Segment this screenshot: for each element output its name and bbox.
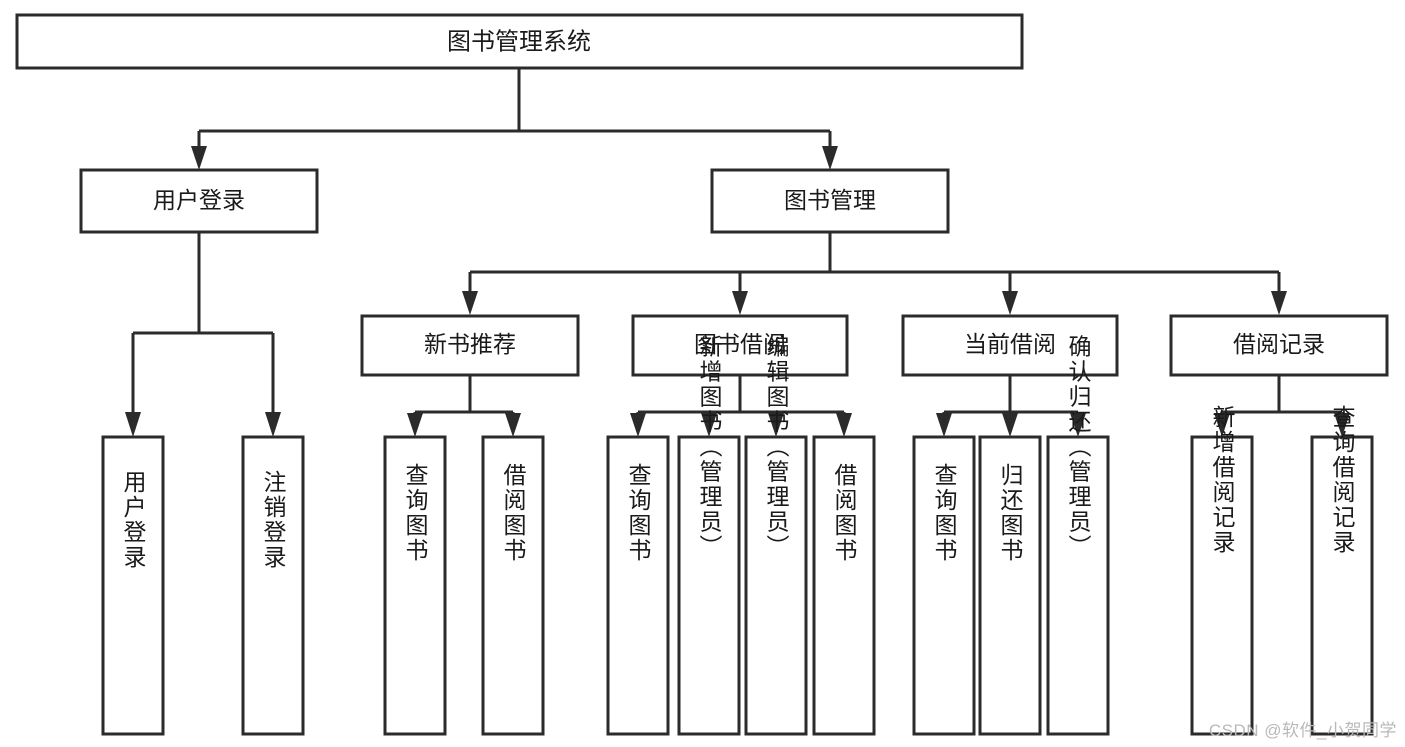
node-leaf-add-book-label: 新增图书（管理员）	[696, 335, 723, 560]
arrow-head-leaf-query-book-3	[936, 413, 952, 437]
node-leaf-query-record[interactable]: 查询借阅记录	[1310, 405, 1374, 736]
node-borrow-record[interactable]: 借阅记录	[1169, 314, 1389, 377]
node-current-borrow-label: 当前借阅	[964, 331, 1056, 357]
node-leaf-query-record-label: 查询借阅记录	[1329, 405, 1356, 555]
arrow-head-current-borrow	[1002, 291, 1018, 315]
node-root[interactable]: 图书管理系统	[15, 13, 1024, 70]
node-leaf-add-record-box[interactable]	[1190, 435, 1254, 736]
node-leaf-query-book-1-label: 查询图书	[402, 463, 429, 563]
node-leaf-user-login-box[interactable]	[101, 435, 165, 736]
connector-group-borrow-record	[1214, 375, 1350, 437]
arrow-head-leaf-borrow-book-1	[505, 413, 521, 437]
node-book-management-label: 图书管理	[784, 187, 876, 213]
connector-group-new-book-recommend	[407, 375, 521, 437]
node-leaf-add-record[interactable]: 新增借阅记录	[1190, 405, 1254, 736]
arrow-head-user-login	[191, 146, 207, 170]
arrow-head-leaf-confirm-return	[1070, 413, 1086, 437]
arrow-head-leaf-logout-login	[265, 412, 281, 437]
arrow-head-leaf-edit-book	[768, 413, 784, 437]
node-user-login[interactable]: 用户登录	[79, 168, 319, 234]
node-borrow-record-label: 借阅记录	[1233, 331, 1325, 357]
csdn-watermark: CSDN @软件_小贺同学	[1208, 721, 1397, 740]
node-book-borrow-box[interactable]	[631, 314, 849, 377]
node-book-borrow[interactable]: 图书借阅	[631, 314, 849, 377]
node-leaf-query-record-box[interactable]	[1310, 435, 1374, 736]
arrow-head-leaf-query-record	[1334, 413, 1350, 437]
node-leaf-user-login[interactable]: 用户登录	[101, 435, 165, 736]
node-leaf-logout-login[interactable]: 注销登录	[241, 435, 305, 736]
arrow-head-leaf-add-book	[701, 413, 717, 437]
node-leaf-borrow-book-1-label: 借阅图书	[500, 463, 527, 563]
node-leaf-return-book[interactable]: 归还图书	[978, 435, 1042, 736]
node-leaf-add-record-label: 新增借阅记录	[1209, 405, 1236, 555]
node-leaf-edit-book-box[interactable]	[744, 435, 808, 736]
node-leaf-edit-book[interactable]: 编辑图书（管理员）	[744, 335, 808, 736]
node-root-label: 图书管理系统	[447, 28, 591, 55]
arrow-head-leaf-add-record	[1214, 413, 1230, 437]
arrow-head-new-book-recommend	[462, 291, 478, 315]
node-leaf-borrow-book-2-box[interactable]	[812, 435, 876, 736]
node-leaf-confirm-return-label: 确认归还（管理员）	[1065, 335, 1092, 560]
arrow-head-borrow-record	[1271, 291, 1287, 315]
node-leaf-query-book-2[interactable]: 查询图书	[606, 435, 670, 736]
node-leaf-user-login-label: 用户登录	[120, 470, 147, 570]
node-leaf-query-book-2-box[interactable]	[606, 435, 670, 736]
node-leaf-confirm-return[interactable]: 确认归还（管理员）	[1046, 335, 1110, 736]
arrow-head-leaf-query-book-2	[630, 413, 646, 437]
node-leaf-query-book-3[interactable]: 查询图书	[912, 435, 976, 736]
node-leaf-return-book-label: 归还图书	[997, 463, 1024, 563]
node-leaf-add-book-box[interactable]	[677, 435, 741, 736]
node-leaf-logout-login-box[interactable]	[241, 435, 305, 736]
node-book-borrow-label: 图书借阅	[694, 331, 786, 357]
node-leaf-return-book-box[interactable]	[978, 435, 1042, 736]
arrow-head-leaf-return-book	[1002, 413, 1018, 437]
connector-group-book-borrow	[630, 375, 852, 437]
connector-group-user-login	[125, 232, 281, 437]
node-leaf-borrow-book-2-label: 借阅图书	[831, 463, 858, 563]
node-root-box[interactable]	[15, 13, 1024, 70]
node-leaf-query-book-3-box[interactable]	[912, 435, 976, 736]
node-leaf-borrow-book-2[interactable]: 借阅图书	[812, 435, 876, 736]
node-leaf-logout-login-label: 注销登录	[260, 470, 287, 570]
node-leaf-borrow-book-1[interactable]: 借阅图书	[481, 435, 545, 736]
connector-group-current-borrow	[936, 375, 1086, 437]
node-leaf-confirm-return-box[interactable]	[1046, 435, 1110, 736]
node-leaf-query-book-1[interactable]: 查询图书	[383, 435, 447, 736]
connector-group-book-management	[462, 232, 1287, 315]
node-new-book-recommend-label: 新书推荐	[424, 331, 516, 357]
connector-group-root	[191, 68, 838, 170]
arrow-head-leaf-query-book-1	[407, 413, 423, 437]
node-leaf-query-book-1-box[interactable]	[383, 435, 447, 736]
arrow-head-leaf-borrow-book-2	[836, 413, 852, 437]
node-user-login-box[interactable]	[79, 168, 319, 234]
arrow-head-book-management	[822, 146, 838, 170]
arrow-head-leaf-user-login	[125, 412, 141, 437]
node-new-book-recommend-box[interactable]	[360, 314, 580, 377]
node-book-management-box[interactable]	[710, 168, 950, 234]
node-borrow-record-box[interactable]	[1169, 314, 1389, 377]
node-current-borrow[interactable]: 当前借阅	[901, 314, 1119, 377]
node-leaf-query-book-3-label: 查询图书	[931, 463, 958, 563]
node-leaf-query-book-2-label: 查询图书	[625, 463, 652, 563]
node-leaf-add-book[interactable]: 新增图书（管理员）	[677, 335, 741, 736]
arrow-head-book-borrow	[732, 291, 748, 315]
node-book-management[interactable]: 图书管理	[710, 168, 950, 234]
node-leaf-borrow-book-1-box[interactable]	[481, 435, 545, 736]
node-new-book-recommend[interactable]: 新书推荐	[360, 314, 580, 377]
node-current-borrow-box[interactable]	[901, 314, 1119, 377]
node-user-login-label: 用户登录	[153, 187, 245, 213]
node-leaf-edit-book-label: 编辑图书（管理员）	[763, 335, 790, 560]
